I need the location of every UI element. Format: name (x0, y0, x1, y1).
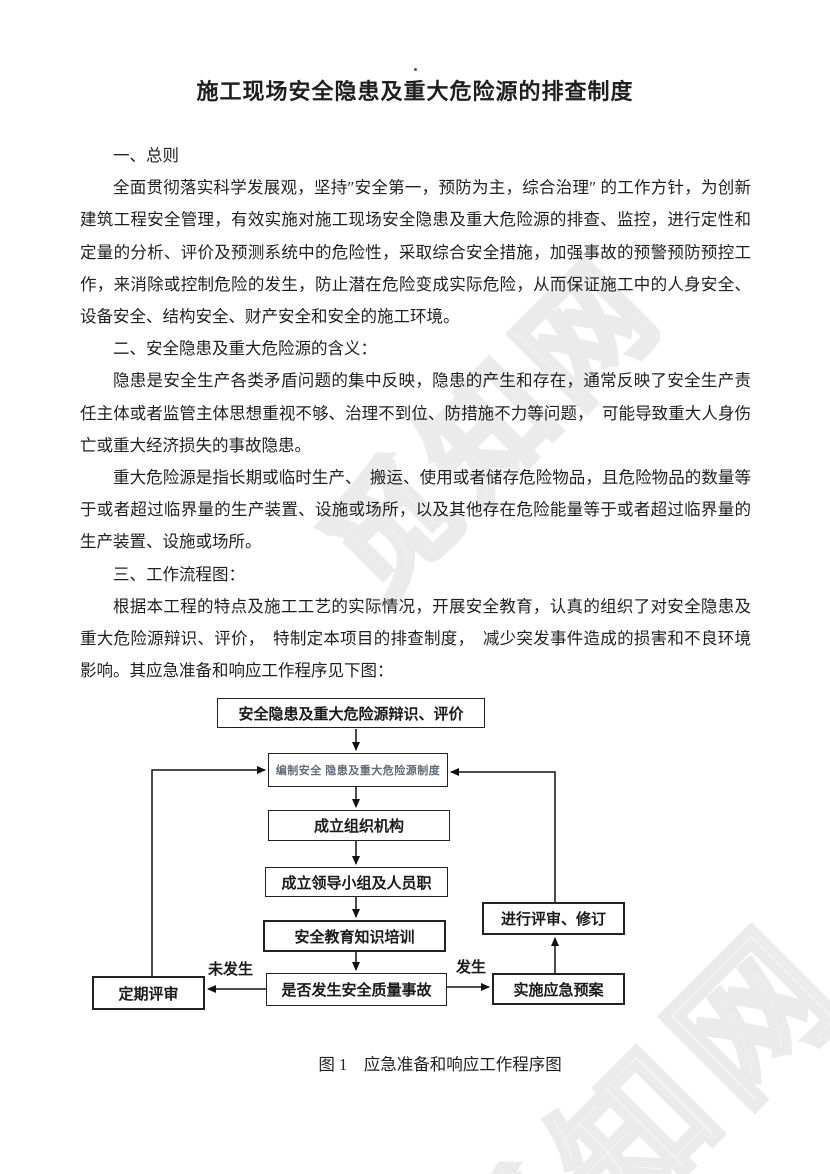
paragraph-major-hazard: 重大危险源是指长期或临时生产、 搬运、使用或者储存危险物品，且危险物品的数量等于… (80, 468, 751, 552)
flow-node-periodic-review: 定期评审 (92, 976, 205, 1010)
flow-node-organization: 成立组织机构 (268, 810, 450, 841)
paragraph-workflow: 根据本工程的特点及施工工艺的实际情况，开展安全教育，认真的组织了对安全隐患及重大… (80, 596, 751, 681)
flow-label-occurred: 发生 (456, 959, 487, 976)
flow-node-revise: 进行评审、修订 (482, 902, 625, 935)
document-title: 施工现场安全隐患及重大危险源的排查制度 (196, 79, 634, 104)
figure-caption: 图 1 应急准备和响应工作程序图 (318, 1055, 562, 1074)
paragraph-general: 全面贯彻落实科学发展观，坚持″安全第一，预防为主，综合治理″ 的工作方针，为创新… (80, 178, 751, 327)
flow-node-emergency-plan: 实施应急预案 (492, 973, 625, 1005)
title-dot (414, 68, 417, 71)
flow-node-training: 安全教育知识培训 (263, 920, 446, 952)
paragraph-hidden-danger: 隐患是安全生产各类矛盾问题的集中反映，隐患的产生和存在，通常反映了安全生产责任主… (80, 371, 751, 455)
section-heading-general: 一、总则 (113, 146, 179, 165)
flow-node-identify: 安全隐患及重大危险源辩识、评价 (217, 698, 485, 728)
flow-label-not-occurred: 未发生 (208, 961, 254, 978)
document-body: 一、总则 全面贯彻落实科学发展观，坚持″安全第一，预防为主，综合治理″ 的工作方… (80, 140, 751, 687)
flow-node-decision: 是否发生安全质量事故 (266, 973, 447, 1006)
flowchart: 安全隐患及重大危险源辩识、评价 编制安全 隐患及重大危险源制度 成立组织机构 成… (80, 690, 680, 1015)
flow-node-compile-system: 编制安全 隐患及重大危险源制度 (268, 753, 448, 787)
section-heading-meaning: 二、安全隐患及重大危险源的含义： (113, 339, 377, 359)
section-heading-workflow: 三、工作流程图： (113, 564, 245, 584)
flow-node-leadership: 成立领导小组及人员职 (265, 867, 448, 897)
flowchart-connectors (151, 729, 559, 993)
